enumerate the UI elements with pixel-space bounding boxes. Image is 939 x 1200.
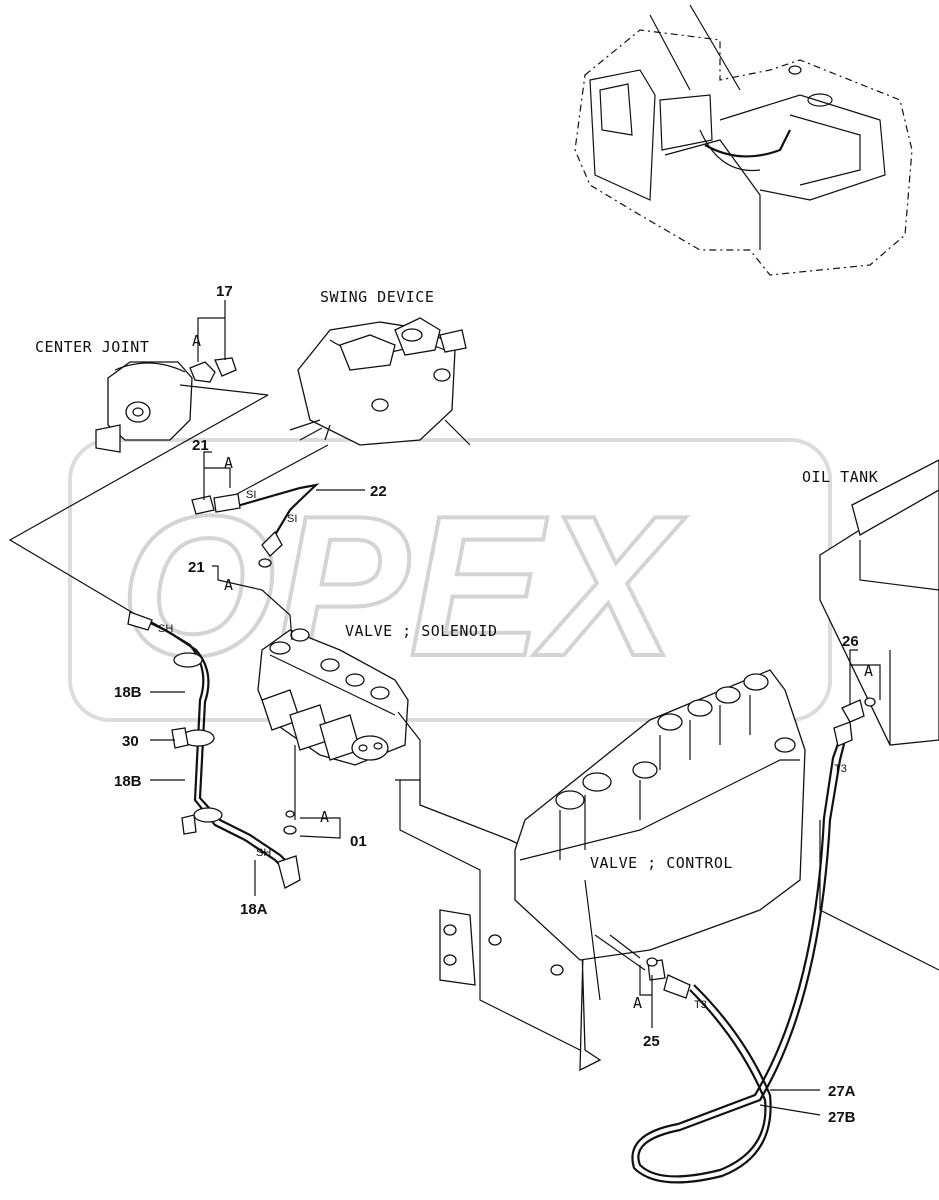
callout-21-lower: 21	[188, 559, 205, 576]
part-callouts: 17 21 22 21 18B 30 18B 18A 01 26 25 27A …	[114, 283, 859, 1126]
callout-leaders	[150, 300, 881, 1116]
marker-si-upper: SI	[246, 489, 256, 501]
callout-22: 22	[370, 483, 387, 500]
marker-t3-tank: T3	[834, 763, 847, 775]
center-joint-label: CENTER JOINT	[35, 338, 149, 356]
marker-sh-lower: SH	[256, 847, 271, 859]
marker-a-01: A	[320, 808, 330, 826]
valve-solenoid	[257, 628, 421, 820]
marker-a-21-lower: A	[224, 576, 234, 594]
callout-18b-upper: 18B	[114, 684, 142, 701]
valve-control-label: VALVE ; CONTROL	[590, 854, 733, 872]
callout-27a: 27A	[828, 1083, 856, 1100]
marker-t3-valve: T3	[694, 999, 707, 1011]
callout-25: 25	[643, 1033, 660, 1050]
swing-device-label: SWING DEVICE	[320, 288, 434, 306]
excavator-overview	[574, 4, 913, 276]
oil-tank-label: OIL TANK	[802, 468, 878, 486]
valve-control	[395, 669, 806, 1072]
component-labels: CENTER JOINT SWING DEVICE OIL TANK VALVE…	[35, 288, 878, 872]
marker-a-17: A	[192, 332, 202, 350]
hose-lines	[8, 394, 876, 1184]
watermark: OPEX	[68, 438, 832, 722]
center-joint	[95, 357, 269, 453]
marker-a-26: A	[864, 662, 874, 680]
callout-21-upper: 21	[192, 437, 209, 454]
marker-si-lower: SI	[287, 513, 297, 525]
callout-18b-lower: 18B	[114, 773, 142, 790]
callout-01: 01	[350, 833, 367, 850]
callout-27b: 27B	[828, 1109, 856, 1126]
valve-solenoid-label: VALVE ; SOLENOID	[345, 622, 498, 640]
callout-30: 30	[122, 733, 139, 750]
marker-labels: A A A A A A SI SI SH SH T3 T3	[158, 332, 874, 1012]
marker-sh-upper: SH	[158, 623, 173, 635]
marker-a-25: A	[633, 994, 643, 1012]
swing-device	[289, 317, 471, 446]
callout-26: 26	[842, 633, 859, 650]
callout-18a: 18A	[240, 901, 268, 918]
callout-17: 17	[216, 283, 233, 300]
oil-tank	[819, 459, 939, 971]
marker-a-21-upper: A	[224, 454, 234, 472]
